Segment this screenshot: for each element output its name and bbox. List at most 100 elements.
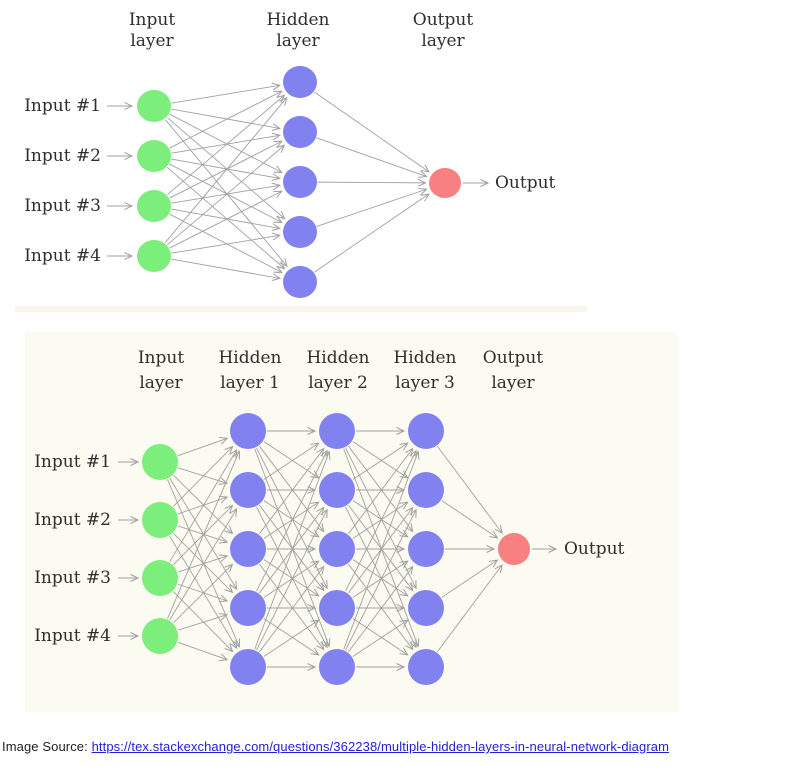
edge-line xyxy=(256,449,328,592)
hidden-node xyxy=(230,413,266,449)
edge-line xyxy=(263,619,320,657)
layer-header: layer xyxy=(276,31,320,51)
hidden-node xyxy=(230,531,266,567)
layer-header: Output xyxy=(483,348,544,368)
source-link[interactable]: https://tex.stackexchange.com/questions/… xyxy=(91,739,670,754)
edge-line xyxy=(177,554,229,573)
edge-line xyxy=(169,213,283,274)
image-edge-strip xyxy=(15,306,587,312)
edge-line xyxy=(173,563,234,623)
edge-line xyxy=(352,441,409,479)
hidden-node xyxy=(319,649,355,685)
layer-header: layer xyxy=(421,31,465,51)
edge-line xyxy=(436,564,503,653)
edge-line xyxy=(167,94,286,196)
edge-line xyxy=(171,82,281,104)
input-node xyxy=(137,90,171,122)
hidden-node xyxy=(283,116,317,148)
edge-line xyxy=(352,501,409,539)
hidden-node xyxy=(319,413,355,449)
edge-line xyxy=(169,448,238,562)
edge-line xyxy=(173,533,234,594)
edge-line xyxy=(352,618,409,656)
hidden-node xyxy=(283,266,317,298)
edge-line xyxy=(164,96,288,243)
layer-header: Input xyxy=(138,348,184,368)
layer-header: layer xyxy=(130,31,174,51)
edge-line xyxy=(314,91,430,173)
output-label: Output xyxy=(495,173,556,193)
edge-line xyxy=(316,137,428,178)
edge-line xyxy=(316,187,428,227)
edge-line xyxy=(173,475,234,535)
hidden-node xyxy=(319,590,355,626)
edge-line xyxy=(171,108,281,132)
hidden-node xyxy=(319,531,355,567)
layer-header: Hidden xyxy=(266,10,329,30)
layer-header: layer 2 xyxy=(308,373,368,393)
edge-line xyxy=(169,536,238,650)
input-node xyxy=(137,240,171,272)
hidden-node xyxy=(283,216,317,248)
edge-line xyxy=(259,447,325,535)
edge-line xyxy=(314,193,430,273)
output-node xyxy=(429,168,461,198)
input-label: Input #1 xyxy=(34,452,111,472)
input-label: Input #1 xyxy=(24,96,101,116)
edge-line xyxy=(177,641,229,661)
edge-line xyxy=(348,447,414,535)
edge-line xyxy=(177,467,229,485)
input-label: Input #3 xyxy=(24,196,101,216)
hidden-node xyxy=(408,472,444,508)
hidden-node xyxy=(230,590,266,626)
hidden-node xyxy=(408,590,444,626)
edge-line xyxy=(343,450,420,650)
edge-line xyxy=(436,445,503,534)
input-label: Input #3 xyxy=(34,568,111,588)
edge-line xyxy=(171,258,281,282)
edge-line xyxy=(345,508,417,651)
input-label: Input #2 xyxy=(24,146,101,166)
image-source-caption: Image Source: https://tex.stackexchange.… xyxy=(2,739,669,754)
layer-header: layer 1 xyxy=(220,373,280,393)
edge-line xyxy=(169,140,283,199)
edge-line xyxy=(348,445,414,533)
edge-line xyxy=(441,500,499,539)
edge-line xyxy=(352,442,409,480)
edge-line xyxy=(259,565,325,653)
hidden-node xyxy=(408,531,444,567)
hidden-node xyxy=(408,413,444,449)
edge-line xyxy=(256,508,328,651)
layer-header: Hidden xyxy=(393,348,456,368)
edge-line xyxy=(177,525,229,544)
edge-line xyxy=(263,441,320,479)
hidden-node xyxy=(230,472,266,508)
edge-line xyxy=(263,560,320,598)
input-node xyxy=(137,140,171,172)
edge-line xyxy=(348,565,414,653)
edge-line xyxy=(263,442,320,480)
layer-header: Hidden xyxy=(306,348,369,368)
input-label: Input #4 xyxy=(34,626,111,646)
layer-header: layer xyxy=(139,373,183,393)
layer-header: Input xyxy=(129,10,175,30)
edge-line xyxy=(169,163,283,224)
edge-line xyxy=(441,559,499,598)
edge-line xyxy=(169,90,283,149)
edge-line xyxy=(177,495,229,515)
edge-line xyxy=(173,591,234,653)
hidden-node xyxy=(283,166,317,198)
hidden-node xyxy=(230,649,266,685)
edge-line xyxy=(177,437,229,457)
edge-line xyxy=(171,158,281,182)
edge-line xyxy=(171,208,281,232)
edge-line xyxy=(352,619,409,657)
edge-line xyxy=(169,113,283,174)
edge-line xyxy=(352,560,409,598)
edges xyxy=(167,427,503,671)
edge-line xyxy=(171,132,281,154)
edge-line xyxy=(259,445,325,533)
edge-line xyxy=(171,232,281,254)
